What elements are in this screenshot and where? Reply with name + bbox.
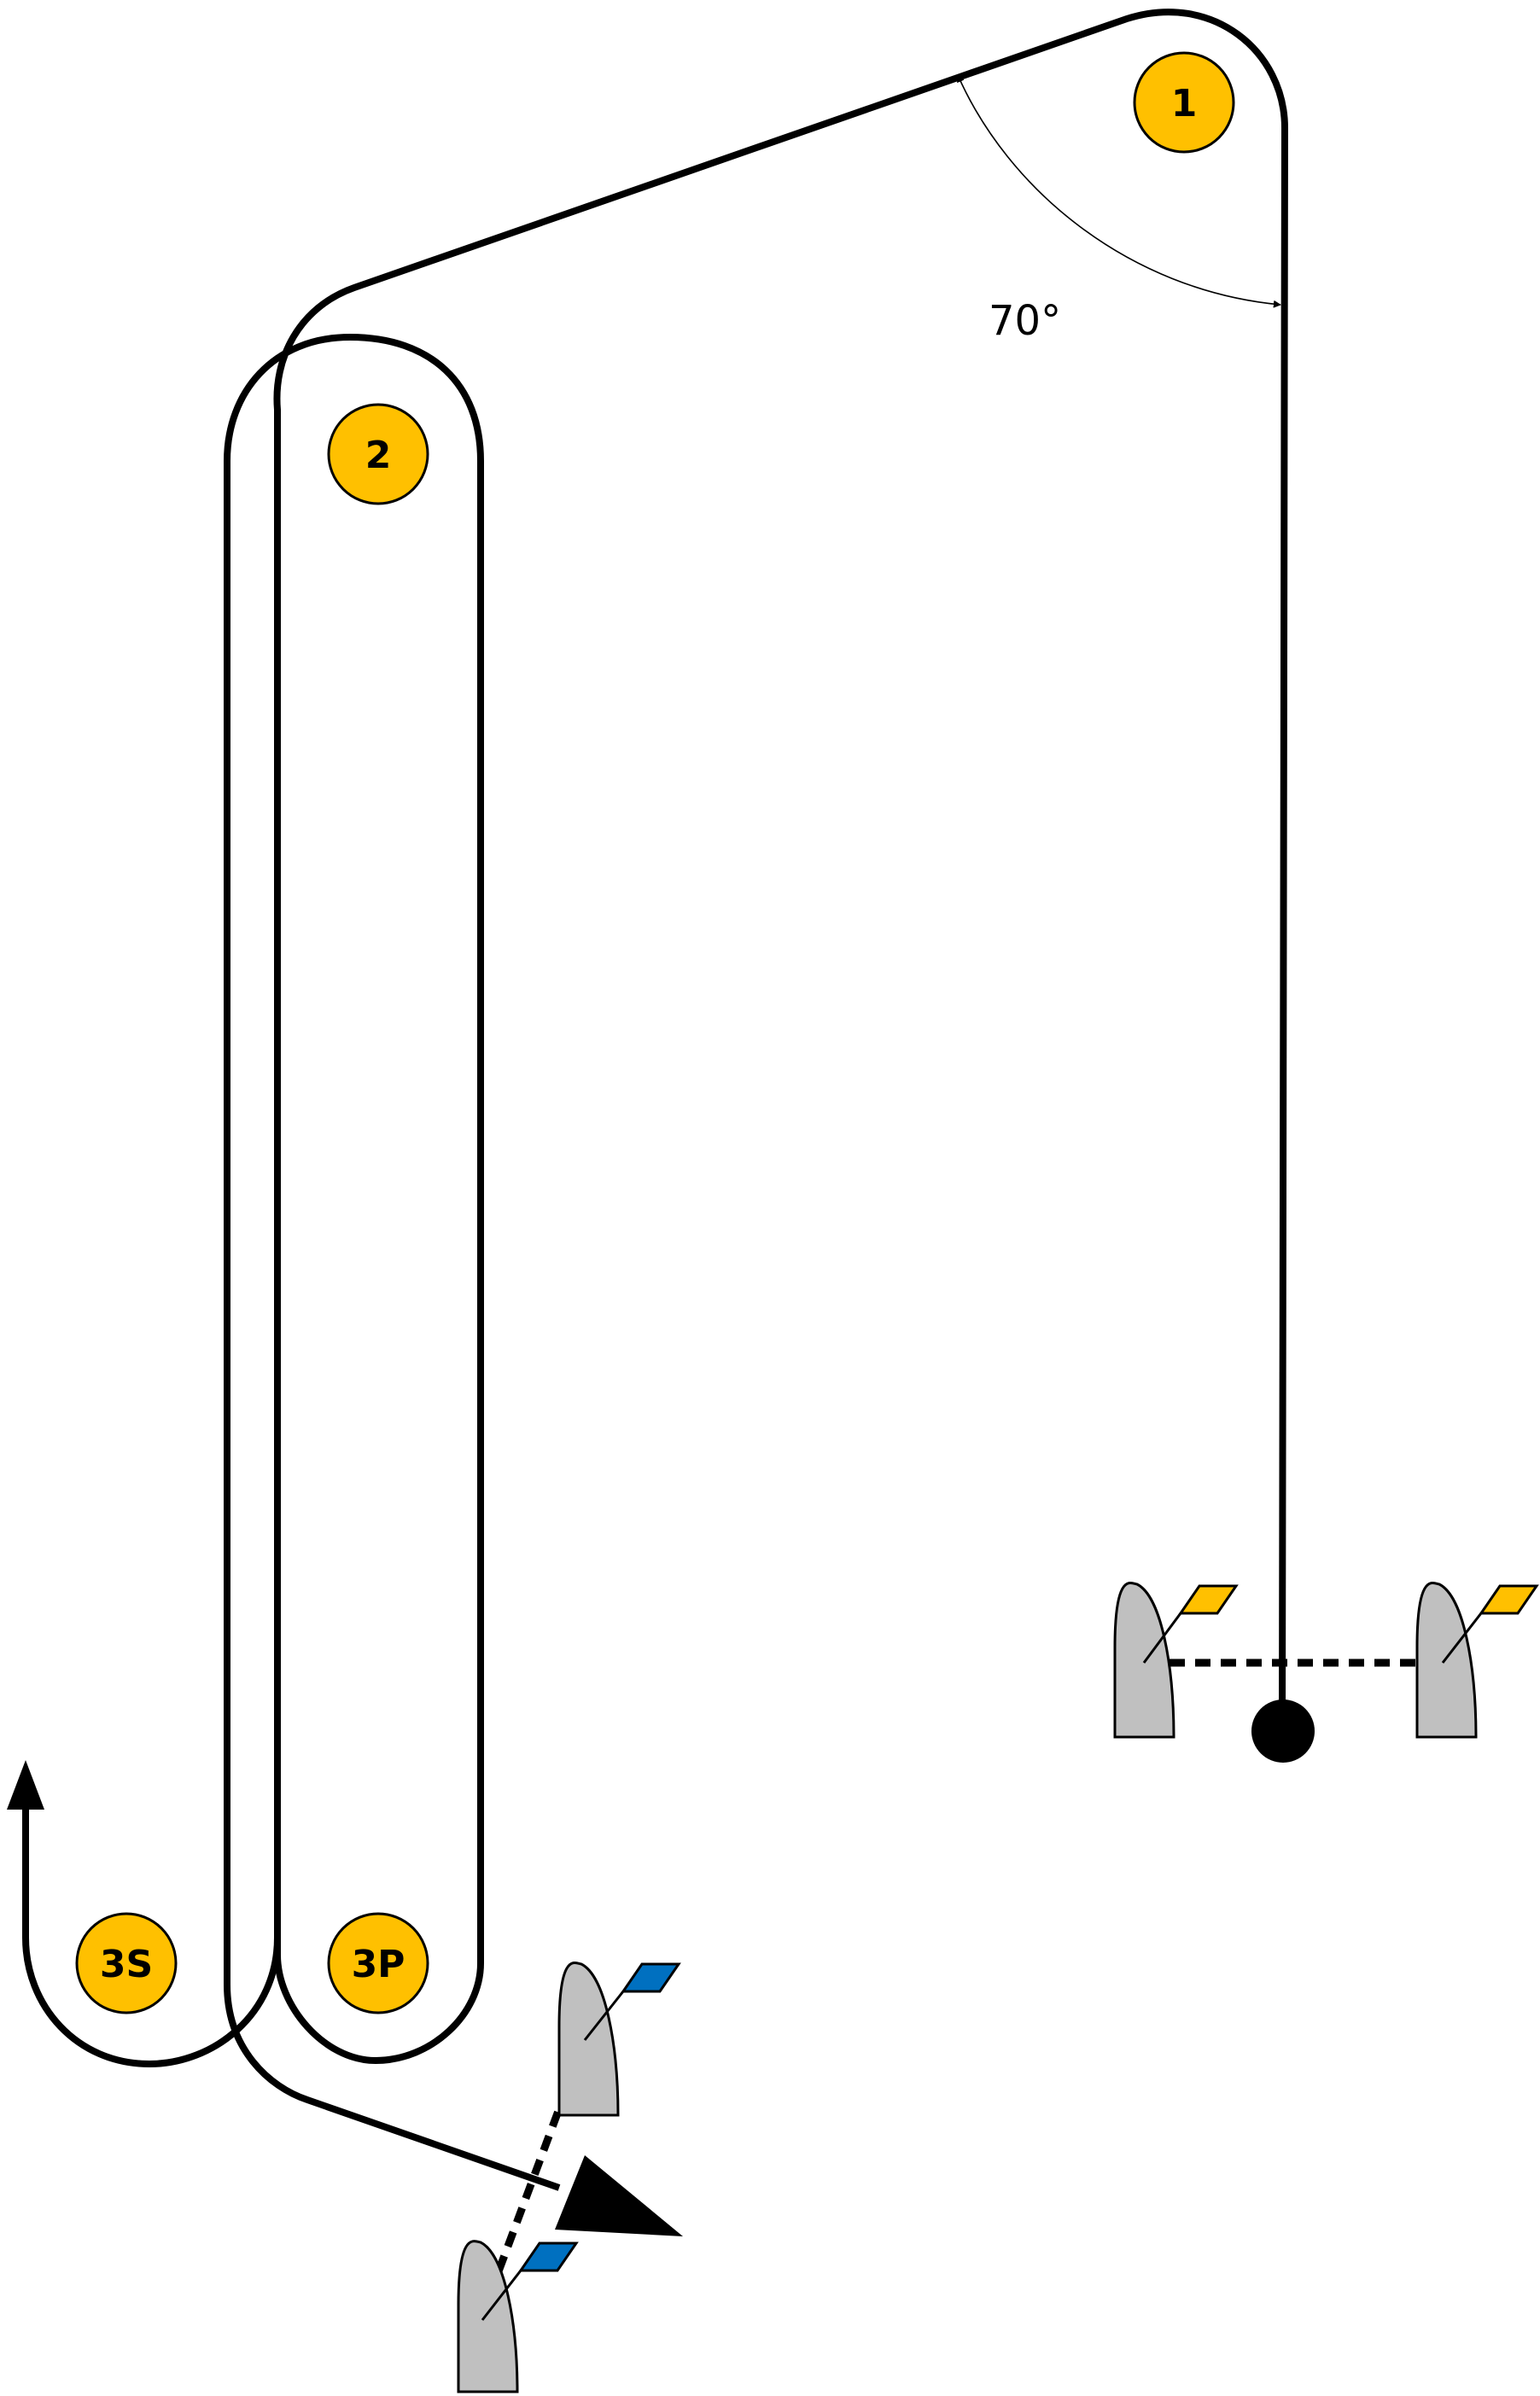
course-path-3s-loop	[22, 1797, 281, 2068]
mark-2-label: 2	[365, 434, 392, 477]
angle-label: 70°	[989, 297, 1061, 345]
mark-3s-label: 3S	[100, 1943, 153, 1986]
mark-1-label: 1	[1171, 82, 1198, 125]
mark-2: 2	[327, 403, 429, 505]
mark-3s: 3S	[75, 1912, 178, 2014]
mark-1: 1	[1133, 51, 1235, 154]
start-pin	[1251, 1699, 1315, 1763]
blue-flag-icon	[518, 2242, 579, 2272]
finish-boat-lower	[457, 2240, 579, 2393]
mark-3p: 3P	[327, 1912, 429, 2014]
yellow-flag-icon	[1479, 1584, 1539, 1615]
blue-flag-icon	[621, 1962, 681, 1993]
course-path-start-to-3p	[224, 9, 1288, 2191]
mark-3p-label: 3P	[352, 1943, 405, 1986]
start-boat-left	[1113, 1581, 1239, 1739]
up-arrow-icon	[7, 1760, 44, 1810]
finish-boat-upper	[557, 1961, 681, 2117]
yellow-flag-icon	[1178, 1584, 1239, 1615]
angle-arc	[957, 74, 1281, 308]
start-boat-right	[1415, 1581, 1539, 1739]
finish-arrow-icon	[555, 2155, 683, 2236]
